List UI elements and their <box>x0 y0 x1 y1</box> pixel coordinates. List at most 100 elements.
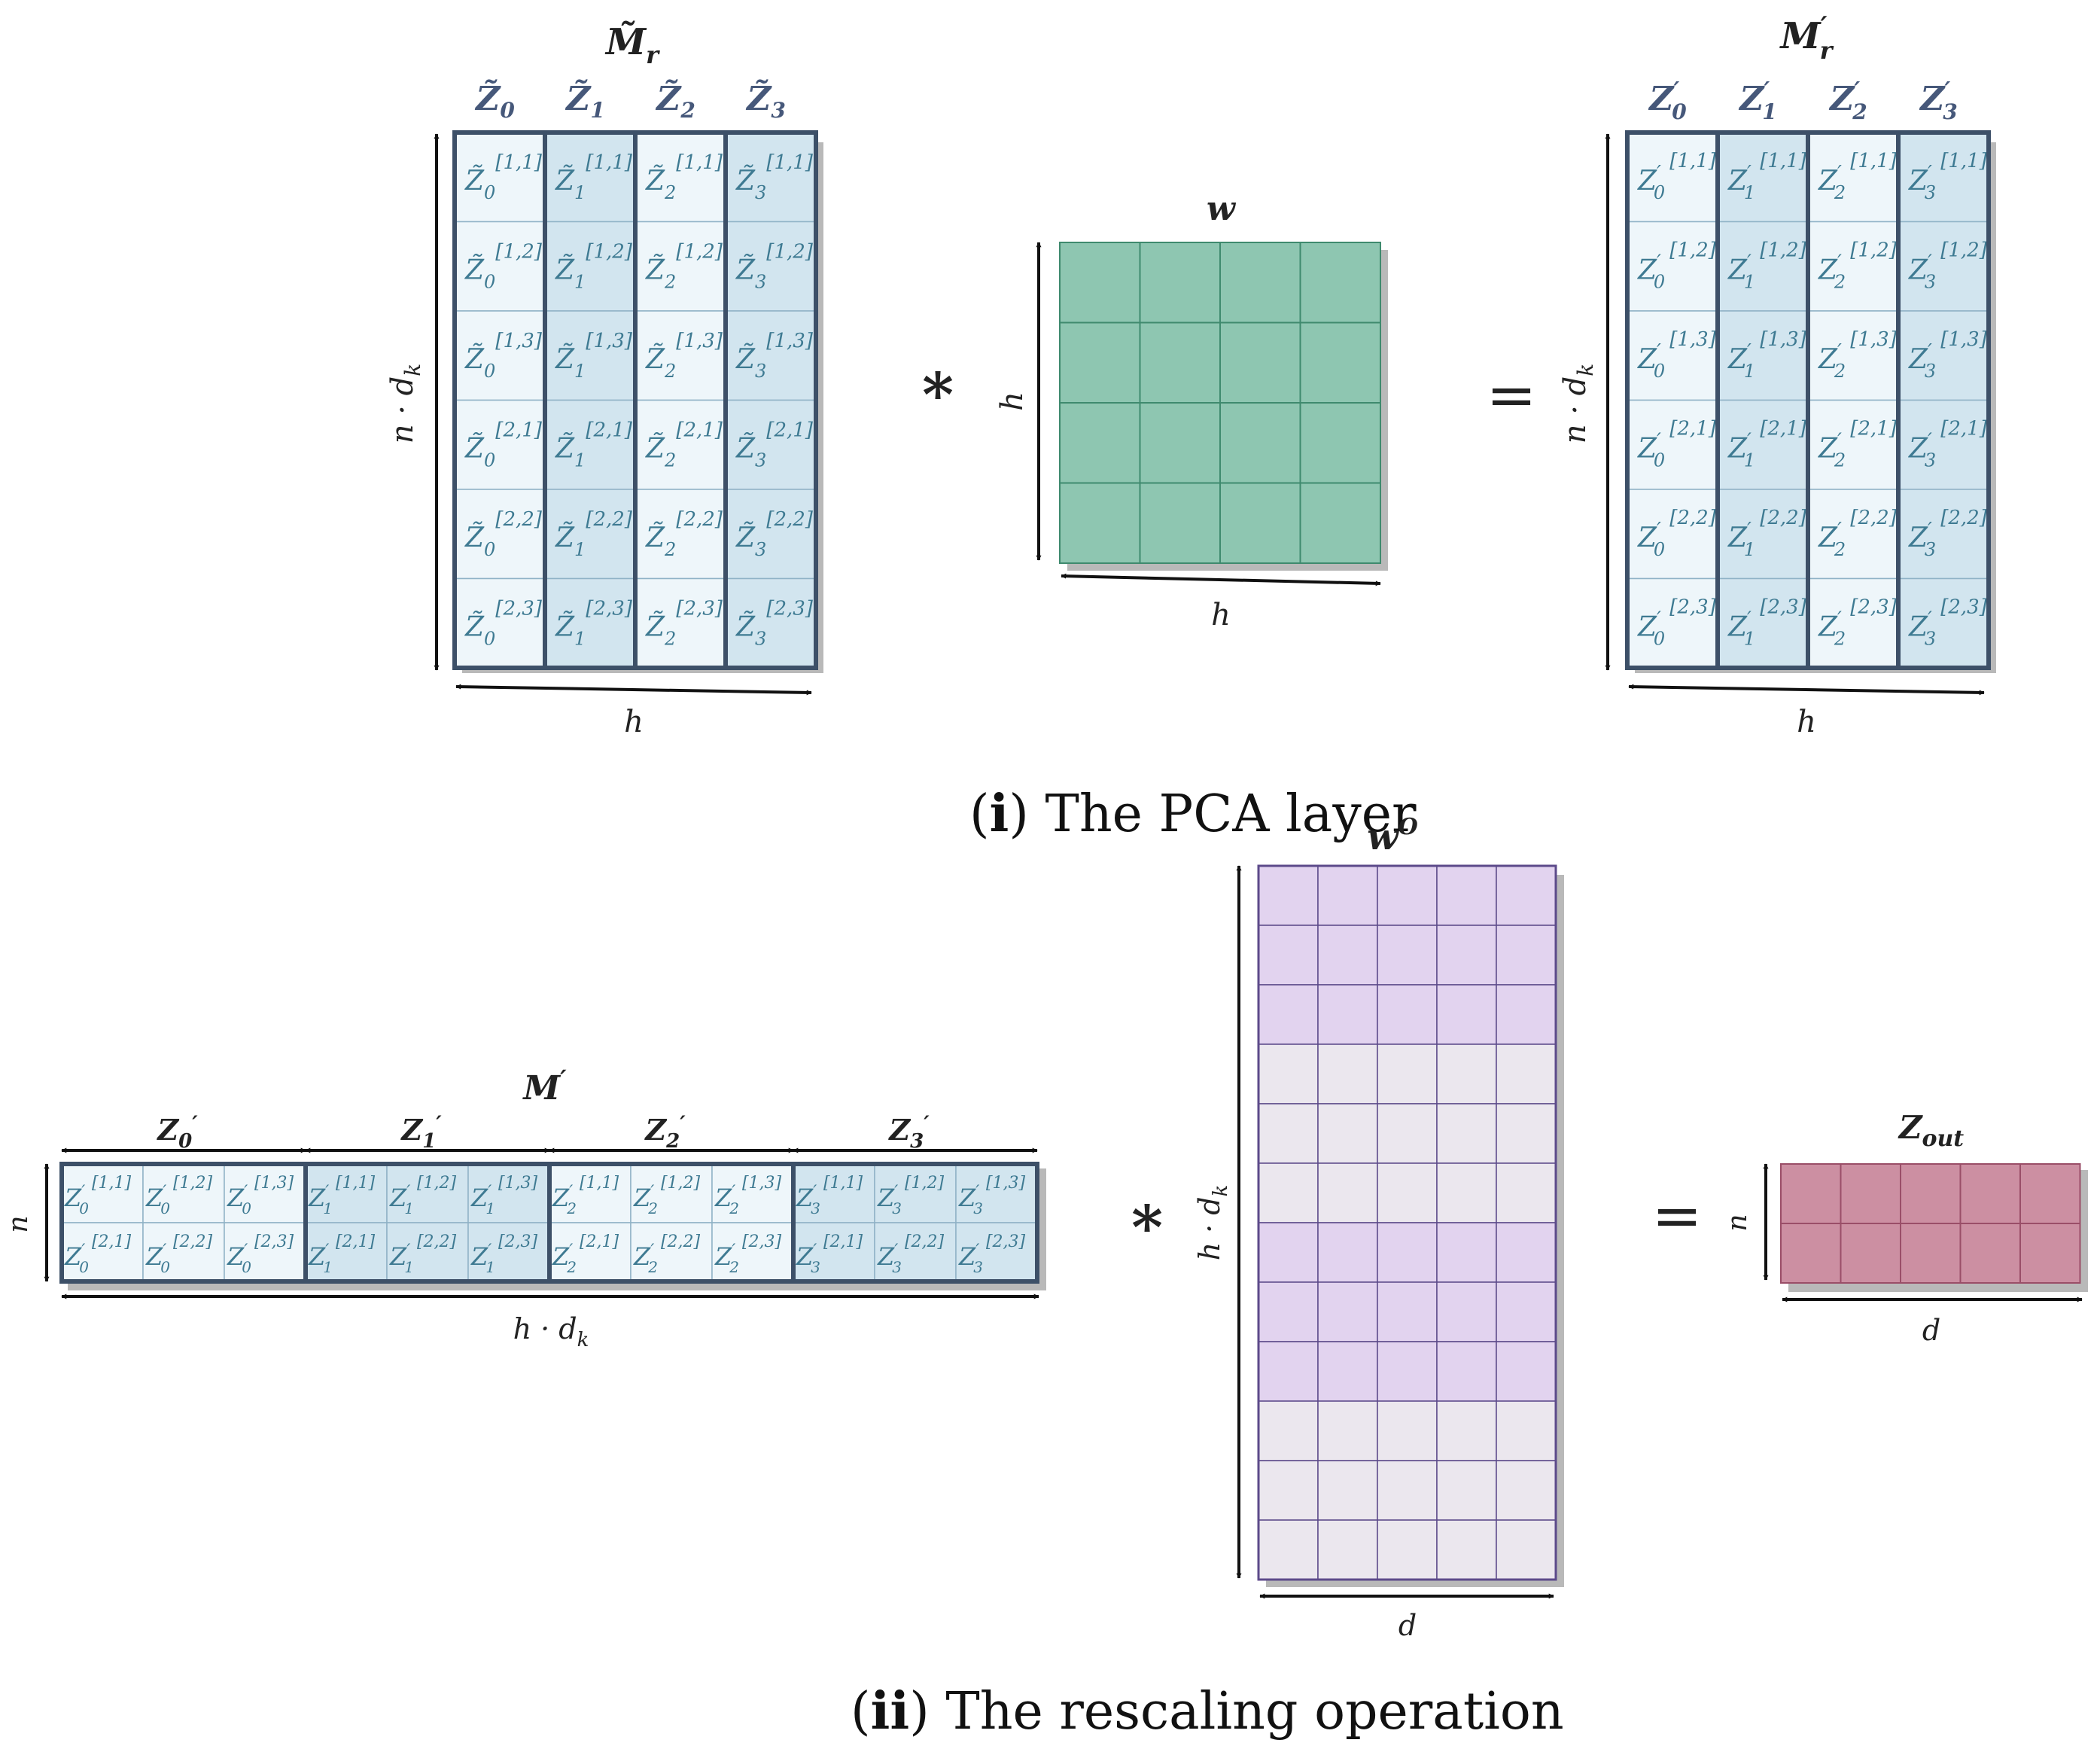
cell-label: Z̃1[2,2] <box>555 508 633 560</box>
wo-border <box>1257 864 1557 1581</box>
wo-cell <box>1317 1519 1378 1580</box>
cell-label: Z′2[1,2] <box>633 1174 701 1217</box>
cell-label: Z′2[2,1] <box>552 1232 619 1276</box>
matrix-cells: Z̃0[1,1]Z̃0[1,2]Z̃0[1,3]Z̃0[2,1]Z̃0[2,2]… <box>452 130 818 670</box>
cell-label: Z̃2[1,1] <box>645 151 723 203</box>
matrix-cell <box>1807 221 1899 312</box>
wo-cell <box>1258 1281 1319 1342</box>
matrix-cell <box>725 489 817 580</box>
weight-cell <box>1219 402 1301 484</box>
z-out-cell <box>1840 1223 1901 1284</box>
wo-cell <box>1317 1281 1378 1342</box>
concat-cell <box>874 1222 957 1282</box>
cell-label: Z̃0[1,3] <box>464 330 543 382</box>
wo-cell <box>1258 1460 1319 1521</box>
weight-cell <box>1219 321 1301 404</box>
concat-cell <box>874 1163 957 1223</box>
cell-label: Z′2[2,2] <box>1818 507 1898 560</box>
z-out-title: Zout <box>1898 1109 1964 1152</box>
cell-label: Z′0[1,3] <box>1637 328 1717 382</box>
cell-label: Z′3[1,3] <box>1908 328 1988 382</box>
cell-label: Z′3[1,1] <box>796 1174 863 1217</box>
wo-cell <box>1317 865 1378 926</box>
concat-cell <box>793 1222 875 1282</box>
cell-label: Z′1[2,1] <box>1727 418 1807 471</box>
col-dimension-label: h <box>1797 705 1816 739</box>
caption-rescaling: (ii) The rescaling operation <box>851 1681 1564 1741</box>
column-header: Z′2 <box>1828 78 1867 124</box>
z-out-cell <box>1959 1223 2021 1284</box>
z-out-cell <box>1780 1163 1842 1224</box>
cell-label: Z′0[2,1] <box>64 1232 132 1276</box>
cell-label: Z′3[1,2] <box>1908 239 1988 293</box>
group-header: Z1′ <box>400 1111 442 1153</box>
concat-cell <box>467 1222 550 1282</box>
wo-cell <box>1258 1162 1319 1223</box>
wo-cell <box>1496 865 1557 926</box>
concat-cells: Z′0[1,1]Z′0[1,2]Z′0[1,3]Z′0[2,1]Z′0[2,2]… <box>59 1162 1039 1284</box>
z-out-cell <box>1959 1163 2021 1224</box>
concat-cell <box>630 1163 713 1223</box>
weight-cell <box>1299 482 1381 564</box>
wo-cell <box>1258 1341 1319 1402</box>
matrix-cell <box>725 577 817 669</box>
col-dimension-arrow <box>1628 684 1985 696</box>
concat-col-label: h · dk <box>513 1312 589 1351</box>
column-header: Z̃3 <box>745 78 786 123</box>
cell-label: Z′0[1,2] <box>1637 239 1717 293</box>
z-out-grid <box>1780 1163 2081 1284</box>
wo-cell <box>1377 865 1438 926</box>
matrix-cell <box>1717 489 1809 580</box>
column-frame <box>1896 130 1991 670</box>
cell-label: Z′3[2,1] <box>796 1232 863 1276</box>
cell-label: Z̃1[1,3] <box>555 330 633 382</box>
cell-label: Z′1[1,1] <box>308 1174 376 1217</box>
wo-cell <box>1496 1162 1557 1223</box>
column-header: Z′1 <box>1738 78 1777 124</box>
wo-cell <box>1258 1222 1319 1283</box>
z-out-cell <box>1840 1163 1901 1224</box>
multiply-operator: * <box>1131 1192 1163 1263</box>
equals-operator: = <box>1651 1181 1702 1251</box>
wo-cell <box>1317 1341 1378 1402</box>
wo-cell <box>1436 1341 1497 1402</box>
matrix-cell <box>1717 577 1809 669</box>
wo-cell <box>1496 1400 1557 1461</box>
weight-cell <box>1059 242 1141 324</box>
wo-cell <box>1377 1400 1438 1461</box>
cell-label: Z′0[1,1] <box>1637 150 1717 203</box>
wo-cell <box>1377 984 1438 1045</box>
wo-cell <box>1258 1519 1319 1580</box>
z-out-cell <box>1900 1163 1962 1224</box>
cell-label: Z′0[2,2] <box>145 1232 213 1276</box>
cell-label: Z′3[1,1] <box>1908 150 1988 203</box>
concat-cell <box>305 1222 388 1282</box>
cell-label: Z′0[1,1] <box>64 1174 132 1217</box>
wo-cell <box>1436 1400 1497 1461</box>
cell-label: Z′3[1,3] <box>958 1174 1026 1217</box>
cell-label: Z̃0[1,1] <box>464 151 543 203</box>
wo-col-label: d <box>1398 1609 1417 1642</box>
matrix-cell <box>635 489 726 580</box>
cell-label: Z′1[1,2] <box>1727 239 1807 293</box>
wo-cell <box>1258 865 1319 926</box>
concat-cell <box>549 1222 632 1282</box>
cell-label: Z′1[2,3] <box>470 1232 538 1276</box>
wo-cell <box>1436 1281 1497 1342</box>
concat-cell <box>549 1163 632 1223</box>
matrix-cell <box>544 399 636 490</box>
cell-label: Z̃2[2,1] <box>645 419 723 471</box>
wo-grid <box>1257 864 1557 1581</box>
cell-label: Z̃0[1,2] <box>464 241 543 293</box>
cell-label: Z′1[2,2] <box>1727 507 1807 560</box>
col-dimension-label: h <box>624 705 644 739</box>
cell-label: Z̃0[2,3] <box>464 598 543 650</box>
equals-operator: = <box>1486 360 1536 430</box>
matrix-cell <box>725 399 817 490</box>
weight-cell <box>1059 402 1141 484</box>
cell-label: Z̃0[2,1] <box>464 419 543 471</box>
